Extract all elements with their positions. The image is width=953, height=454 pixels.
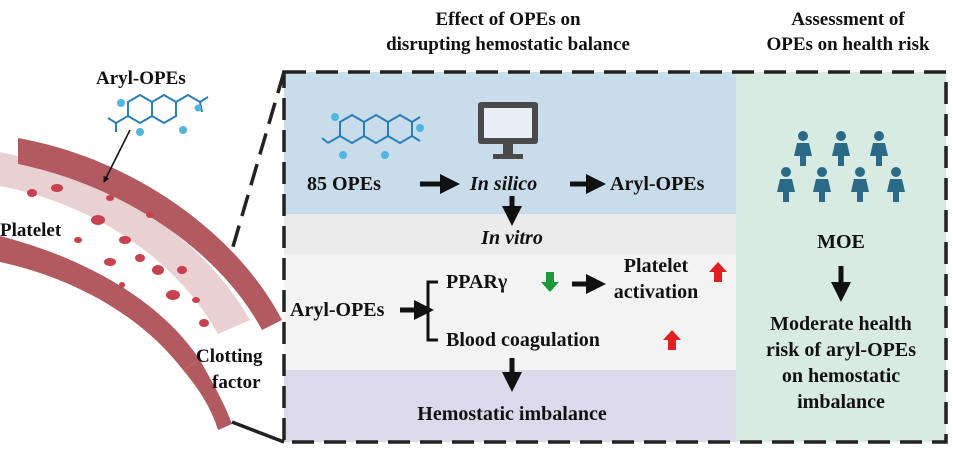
effect-header-line-1: Effect of OPEs on [435,9,581,30]
risk-label-2: risk of aryl-OPEs [766,339,916,361]
aryl-ope-left-label: Aryl-OPEs [96,68,186,89]
effect-header-line-2: disrupting hemostatic balance [386,34,630,55]
zoom-line-bottom [231,420,285,444]
ope-molecule-icon [321,113,421,145]
coagulation-label: Blood coagulation [446,329,600,351]
aryl-ope-molecule-icon [107,93,209,132]
moe-label: MOE [817,231,865,253]
person-icon [794,131,812,166]
person-icon [832,131,850,166]
branch-bracket [420,280,438,342]
risk-label-4: imbalance [797,391,885,413]
platelet-activation-label-2: activation [614,281,698,303]
vitro-input-label: Aryl-OPEs [290,299,385,321]
assessment-header-line-2: OPEs on health risk [766,34,930,55]
platelets [27,184,209,327]
in-vitro-label: In vitro [480,227,543,249]
zoom-line-top [230,71,286,251]
ope-molecule-dots [331,113,424,159]
person-icon [870,131,888,166]
risk-label-1: Moderate health [770,313,912,335]
in-silico-label: In silico [469,173,537,195]
coagulation-up-arrow-icon [663,330,681,350]
dashed-frame [282,70,948,444]
person-icon [813,167,831,202]
computer-icon [478,102,538,159]
person-icon [887,167,905,202]
outcome-label: Hemostatic imbalance [417,403,607,425]
blood-vessel [0,138,282,430]
in-vitro-panel [284,254,736,370]
platelet-activation-label-1: Platelet [624,255,689,277]
molecule-dots [117,99,202,136]
population-icons [777,131,905,202]
pparg-label: PPARγ [446,271,508,293]
molecule-to-vessel-arrow [103,129,131,183]
pparg-down-arrow-icon [541,272,559,292]
platelet-label: Platelet [0,220,62,241]
platelet-up-arrow-icon [709,262,727,282]
person-icon [777,167,795,202]
assessment-header-line-1: Assessment of [791,9,905,30]
person-icon [851,167,869,202]
clotting-factor-label-1: Clotting [196,346,263,367]
risk-label-3: on hemostatic [782,365,900,387]
clotting-factor-label-2: factor [212,372,261,393]
screening-result-label: Aryl-OPEs [610,173,705,195]
source-label: 85 OPEs [307,173,381,195]
